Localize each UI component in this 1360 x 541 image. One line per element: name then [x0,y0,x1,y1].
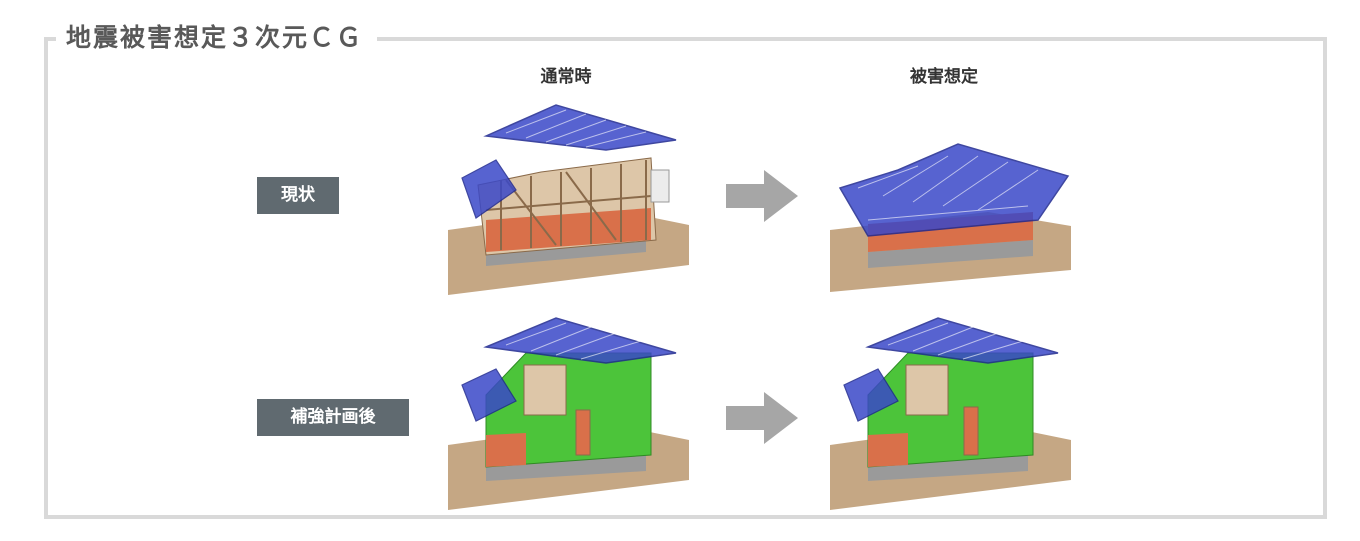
column-header-damage: 被害想定 [910,67,978,87]
house-reinforced-normal [448,317,689,510]
row-label-reinforced: 補強計画後 [257,399,409,436]
arrow-current [726,170,798,222]
column-header-normal: 通常時 [540,67,592,87]
figure-frame [44,37,1327,519]
row-label-current: 現状 [257,177,339,214]
arrow-reinforced [726,392,798,444]
house-current-damage [830,143,1071,292]
house-reinforced-damage [830,317,1071,510]
house-current-normal [448,104,689,295]
figure-title: 地震被害想定３次元ＣＧ [56,20,378,56]
